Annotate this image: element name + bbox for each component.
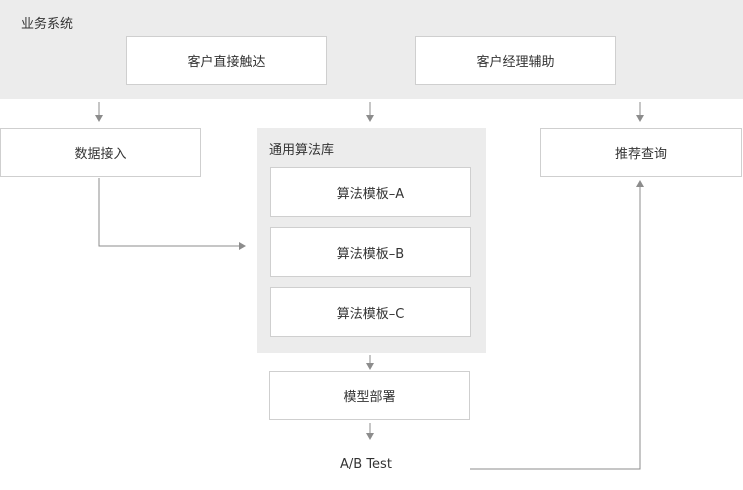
ab-test-label: A/B Test xyxy=(340,457,392,472)
model-deploy-box: 模型部署 xyxy=(269,371,470,420)
arrow-ingest-to-library xyxy=(98,178,246,250)
algo-library-title: 通用算法库 xyxy=(269,143,335,158)
business-system-title: 业务系统 xyxy=(21,17,74,32)
manager-assist-box: 客户经理辅助 xyxy=(415,36,616,85)
business-system-region xyxy=(0,0,743,99)
algo-template-c: 算法模板–C xyxy=(270,287,471,337)
recommend-query-box: 推荐查询 xyxy=(540,128,742,177)
algo-template-b: 算法模板–B xyxy=(270,227,471,277)
arrow-abtest-to-recommend xyxy=(470,180,644,470)
customer-direct-box: 客户直接触达 xyxy=(126,36,327,85)
data-ingest-box: 数据接入 xyxy=(0,128,201,177)
algo-template-a: 算法模板–A xyxy=(270,167,471,217)
